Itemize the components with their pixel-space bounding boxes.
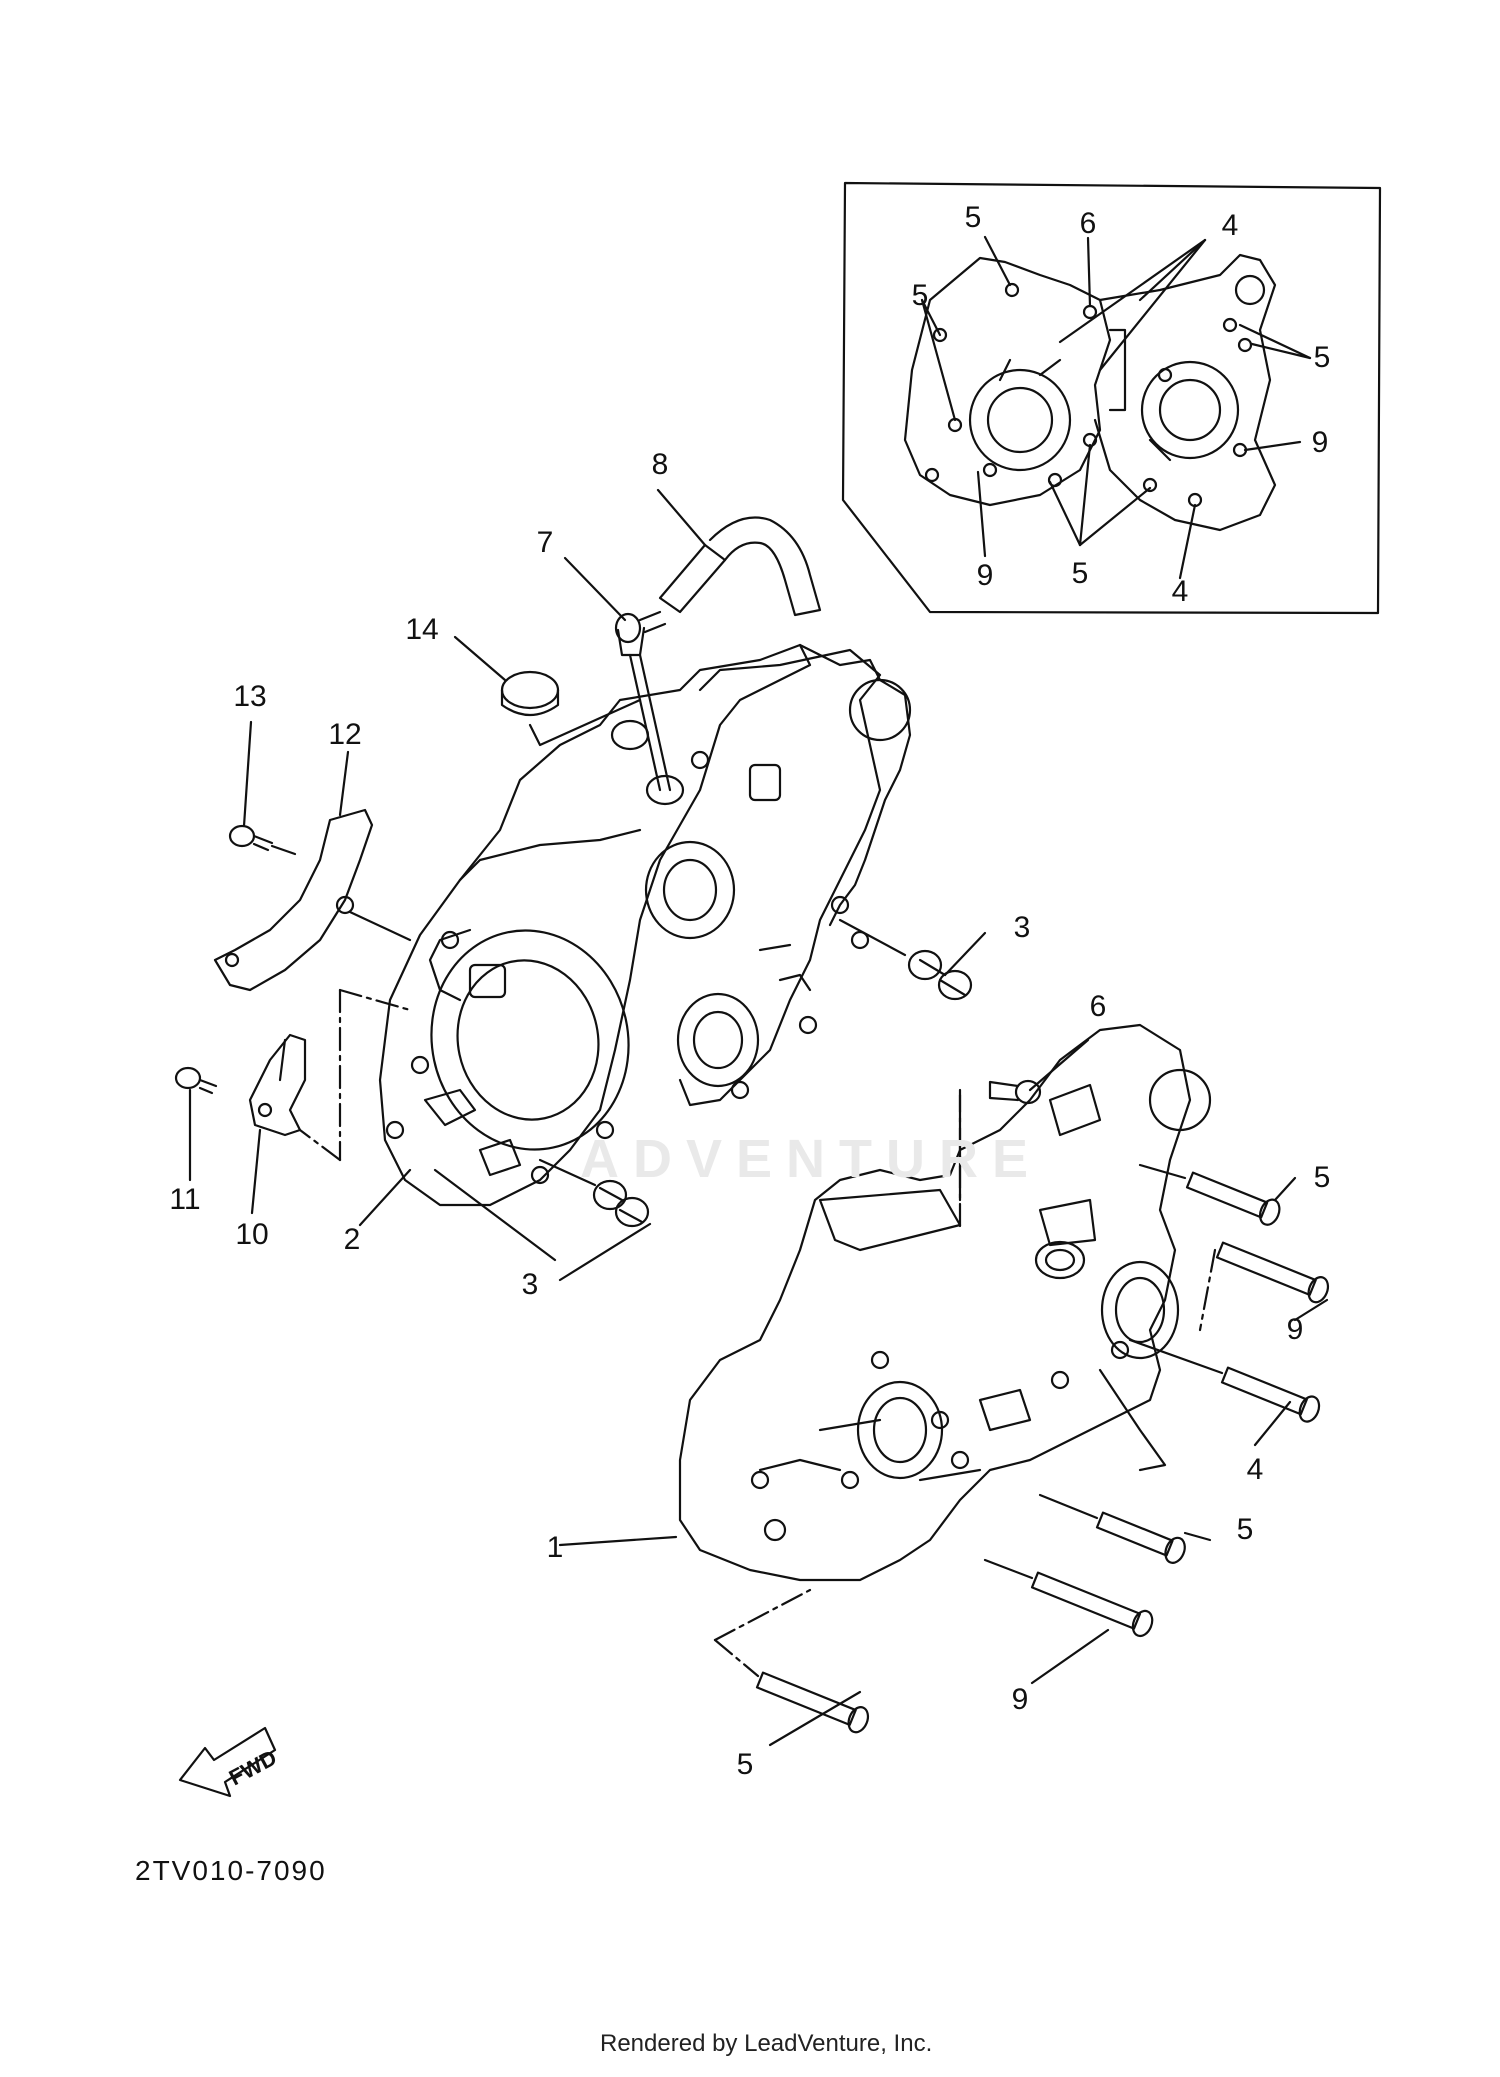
footer-credit: Rendered by LeadVenture, Inc. xyxy=(600,2030,933,2057)
assembly-lines xyxy=(300,990,1215,1676)
watermark: ADVENTURE xyxy=(580,1129,1043,1189)
inset-callout-9: 9 xyxy=(1311,426,1329,459)
bracket-part-12 xyxy=(215,810,410,990)
bolt-part-11 xyxy=(176,1068,216,1093)
callout-5: 5 xyxy=(1313,1161,1331,1194)
bolt-parts-right xyxy=(755,1165,1331,1735)
drawing-code: 2TV010-7090 xyxy=(135,1855,327,1886)
callout-14: 14 xyxy=(405,613,439,646)
inset-callout-5: 5 xyxy=(911,279,929,312)
callout-10: 10 xyxy=(235,1218,269,1251)
callout-7: 7 xyxy=(536,526,554,559)
callout-6: 6 xyxy=(1089,990,1107,1023)
callout-11: 11 xyxy=(169,1183,201,1216)
callout-3: 3 xyxy=(521,1268,539,1301)
inset-callout-5: 5 xyxy=(964,201,982,234)
inset-callout-5: 5 xyxy=(1313,341,1331,374)
callout-5: 5 xyxy=(1236,1513,1254,1546)
crankcase-left-half xyxy=(380,645,910,1205)
dowel-part-3 xyxy=(540,920,971,1226)
bracket-part-10 xyxy=(250,1035,305,1135)
cap-part-14 xyxy=(502,672,640,745)
callout-9: 9 xyxy=(1286,1313,1304,1346)
callout-2: 2 xyxy=(343,1223,361,1256)
callout-8: 8 xyxy=(651,448,669,481)
inset-callout-9: 9 xyxy=(976,559,994,592)
inset-callout-6: 6 xyxy=(1079,207,1097,240)
hose-part-8 xyxy=(660,518,820,616)
inset-callout-4: 4 xyxy=(1221,209,1239,242)
leader-lines xyxy=(190,490,1327,1745)
callout-5: 5 xyxy=(736,1748,754,1781)
callout-1: 1 xyxy=(546,1531,564,1564)
inset-callout-4: 4 xyxy=(1171,575,1189,608)
crankcase-right-half xyxy=(680,1025,1210,1580)
callout-13: 13 xyxy=(233,680,267,713)
callout-12: 12 xyxy=(328,718,362,751)
inset-view xyxy=(843,183,1380,613)
fitting-part-7 xyxy=(616,612,670,790)
callout-3: 3 xyxy=(1013,911,1031,944)
callout-9: 9 xyxy=(1011,1683,1029,1716)
callout-4: 4 xyxy=(1246,1453,1264,1486)
bolt-part-13 xyxy=(230,826,295,854)
fwd-arrow xyxy=(180,1728,275,1796)
inset-callout-5: 5 xyxy=(1071,557,1089,590)
